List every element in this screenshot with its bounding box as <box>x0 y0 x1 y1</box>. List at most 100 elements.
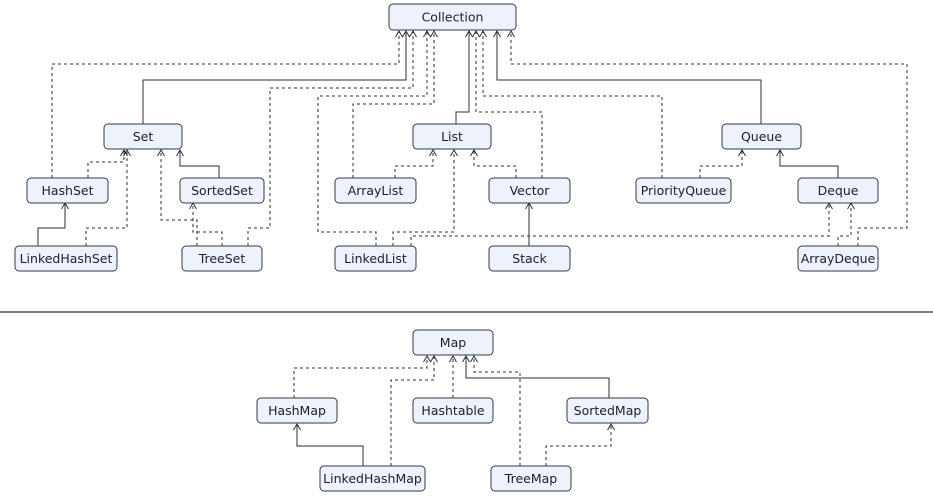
node-box <box>181 245 263 272</box>
arrow-head-icon <box>430 30 438 38</box>
node-label: Stack <box>512 251 547 266</box>
edge-treemap-to-sortedmap <box>545 423 615 466</box>
node-box <box>319 465 426 492</box>
node-box <box>412 329 494 356</box>
edge-line <box>179 150 220 178</box>
node-label: ArrayList <box>348 183 404 198</box>
node-label: Queue <box>741 129 782 144</box>
arrow-head-icon <box>429 149 437 157</box>
edge-stack-to-vector <box>525 202 533 246</box>
edge-deque-to-queue <box>776 149 839 178</box>
edge-linkedhashset-to-set <box>85 149 131 246</box>
edge-line <box>390 356 435 466</box>
edge-treeset-to-set <box>157 149 198 246</box>
edge-line <box>837 203 852 246</box>
node-box <box>256 397 338 424</box>
edge-arraylist-to-collection <box>352 30 438 178</box>
edge-hashtable-to-map <box>449 355 457 398</box>
edge-hashmap-to-map <box>293 355 431 398</box>
node-label: LinkedList <box>344 251 407 266</box>
node-box <box>179 177 265 204</box>
edge-line <box>87 150 125 178</box>
node-box <box>26 177 109 204</box>
edge-line <box>496 31 762 124</box>
edge-linkedhashset-to-hashset <box>37 202 69 246</box>
edge-line <box>247 31 414 246</box>
arrow-head-icon <box>470 355 478 363</box>
node-sortedmap: SortedMap <box>566 397 649 424</box>
node-box <box>566 397 649 424</box>
node-box <box>721 123 802 150</box>
node-hashtable: Hashtable <box>412 397 494 424</box>
edge-vector-to-list <box>470 149 517 178</box>
node-box <box>388 3 517 31</box>
arrow-head-icon <box>123 149 131 157</box>
edge-line <box>352 31 435 178</box>
arrow-head-icon <box>479 30 487 38</box>
arrow-head-icon <box>409 30 417 38</box>
arrow-head-icon <box>472 30 480 38</box>
edge-line <box>317 31 428 246</box>
node-vector: Vector <box>488 177 571 204</box>
edges-layer <box>37 30 908 466</box>
arrow-head-icon <box>450 149 458 157</box>
edge-line <box>699 150 743 178</box>
edge-line <box>394 150 434 178</box>
node-list: List <box>412 123 492 150</box>
node-label: Vector <box>510 183 551 198</box>
node-box <box>334 177 417 204</box>
arrow-head-icon <box>157 149 165 157</box>
arrow-head-icon <box>176 149 184 157</box>
edge-line <box>475 31 543 178</box>
arrow-head-icon <box>449 355 457 363</box>
node-linkedlist: LinkedList <box>334 245 417 272</box>
edge-line <box>392 150 455 246</box>
node-linkedhashset: LinkedHashSet <box>14 245 118 272</box>
node-linkedhashmap: LinkedHashMap <box>319 465 426 492</box>
node-box <box>490 465 572 492</box>
edge-hashset-to-collection <box>51 30 403 178</box>
node-hashset: HashSet <box>26 177 109 204</box>
node-collection: Collection <box>388 3 517 31</box>
edge-linkedhashmap-to-hashmap <box>293 423 364 466</box>
arrow-head-icon <box>776 149 784 157</box>
node-label: PriorityQueue <box>641 183 727 198</box>
node-label: Set <box>133 129 154 144</box>
node-label: TreeMap <box>504 471 557 486</box>
arrow-head-icon <box>120 149 128 157</box>
edge-line <box>545 424 612 466</box>
node-treeset: TreeSet <box>181 245 263 272</box>
node-box <box>635 177 732 204</box>
edge-vector-to-collection <box>472 30 543 178</box>
edge-line <box>510 31 908 246</box>
node-set: Set <box>103 123 183 150</box>
edge-linkedhashmap-to-map <box>390 355 438 466</box>
node-box <box>488 245 571 272</box>
edge-arraylist-to-list <box>394 149 437 178</box>
edge-line <box>37 203 66 246</box>
node-box <box>412 123 492 150</box>
node-priorityqueue: PriorityQueue <box>635 177 732 204</box>
node-label: LinkedHashMap <box>323 471 422 486</box>
edge-line <box>455 31 470 124</box>
node-label: Collection <box>422 10 484 25</box>
edge-line <box>293 356 428 398</box>
arrow-head-icon <box>493 30 501 38</box>
arrow-head-icon <box>293 423 301 431</box>
arrow-head-icon <box>402 30 410 38</box>
node-label: HashSet <box>41 183 93 198</box>
edge-line <box>410 203 830 246</box>
node-label: Hashtable <box>421 403 484 418</box>
node-box <box>488 177 571 204</box>
node-label: HashMap <box>268 403 326 418</box>
edge-arraydeque-to-deque <box>837 202 855 246</box>
node-treemap: TreeMap <box>490 465 572 492</box>
edge-line <box>482 31 663 178</box>
node-label: SortedSet <box>191 183 253 198</box>
edge-sortedmap-to-map <box>462 355 610 398</box>
node-hashmap: HashMap <box>256 397 338 424</box>
node-arraydeque: ArrayDeque <box>797 245 879 272</box>
edge-line <box>85 150 128 246</box>
edge-queue-to-collection <box>493 30 762 124</box>
